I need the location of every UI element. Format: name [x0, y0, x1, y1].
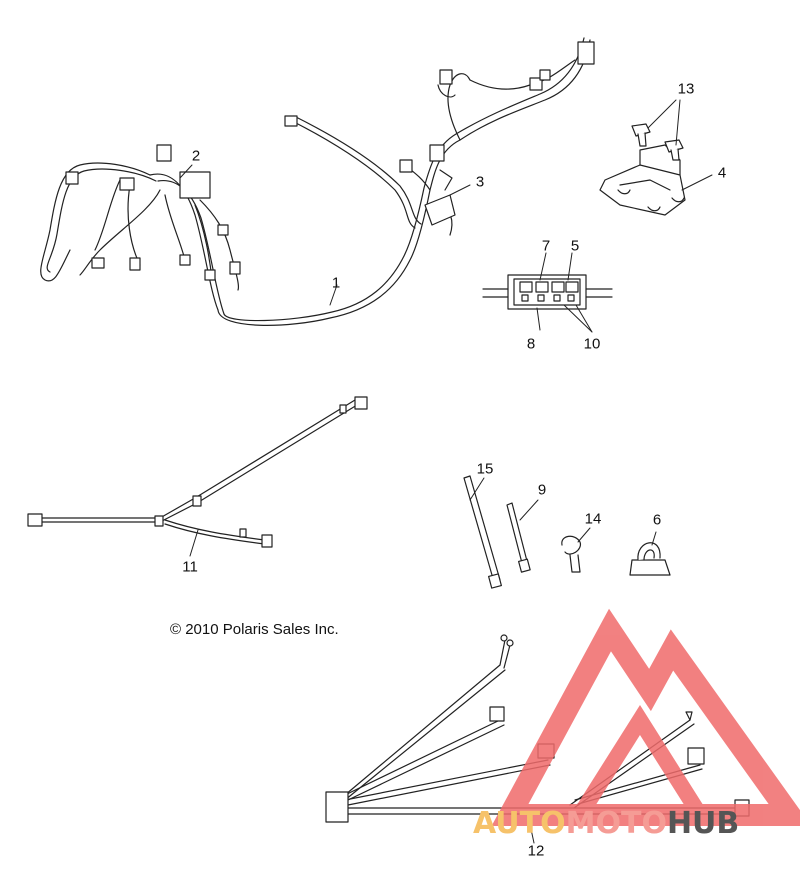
harness-connectors: [65, 41, 595, 281]
watermark-moto: MOTO: [565, 806, 667, 841]
leader-lines: [179, 99, 713, 844]
holder-6: [629, 542, 671, 576]
callout-13: 13: [677, 80, 695, 98]
watermark-auto: AUTO: [473, 806, 566, 841]
callout-10: 10: [583, 335, 601, 353]
callout-2: 2: [191, 147, 201, 165]
callout-11: 11: [182, 558, 198, 576]
fuse-bracket: [599, 144, 686, 216]
clip-14: [561, 535, 582, 573]
callout-8: 8: [526, 335, 536, 353]
cable-tie-9: [506, 502, 531, 573]
fuse-block: [482, 274, 613, 310]
watermark-logo-icon: [491, 608, 800, 826]
watermark-wordmark: AUTOMOTOHUB: [473, 806, 739, 841]
cable-tie-15: [463, 475, 502, 589]
callout-3: 3: [475, 173, 485, 191]
callout-7: 7: [541, 237, 551, 255]
copyright-notice: © 2010 Polaris Sales Inc.: [170, 621, 339, 638]
callout-1: 1: [331, 274, 341, 292]
callout-5: 5: [570, 237, 580, 255]
callout-9: 9: [537, 481, 547, 499]
watermark-hub: HUB: [666, 806, 740, 841]
callout-12: 12: [527, 842, 545, 860]
callout-14: 14: [584, 510, 602, 528]
harness-11: [27, 396, 368, 548]
harness-relay-box: [424, 169, 456, 226]
callout-4: 4: [717, 164, 727, 182]
callout-15: 15: [476, 460, 494, 478]
callout-6: 6: [652, 511, 662, 529]
bolts: [631, 123, 684, 161]
